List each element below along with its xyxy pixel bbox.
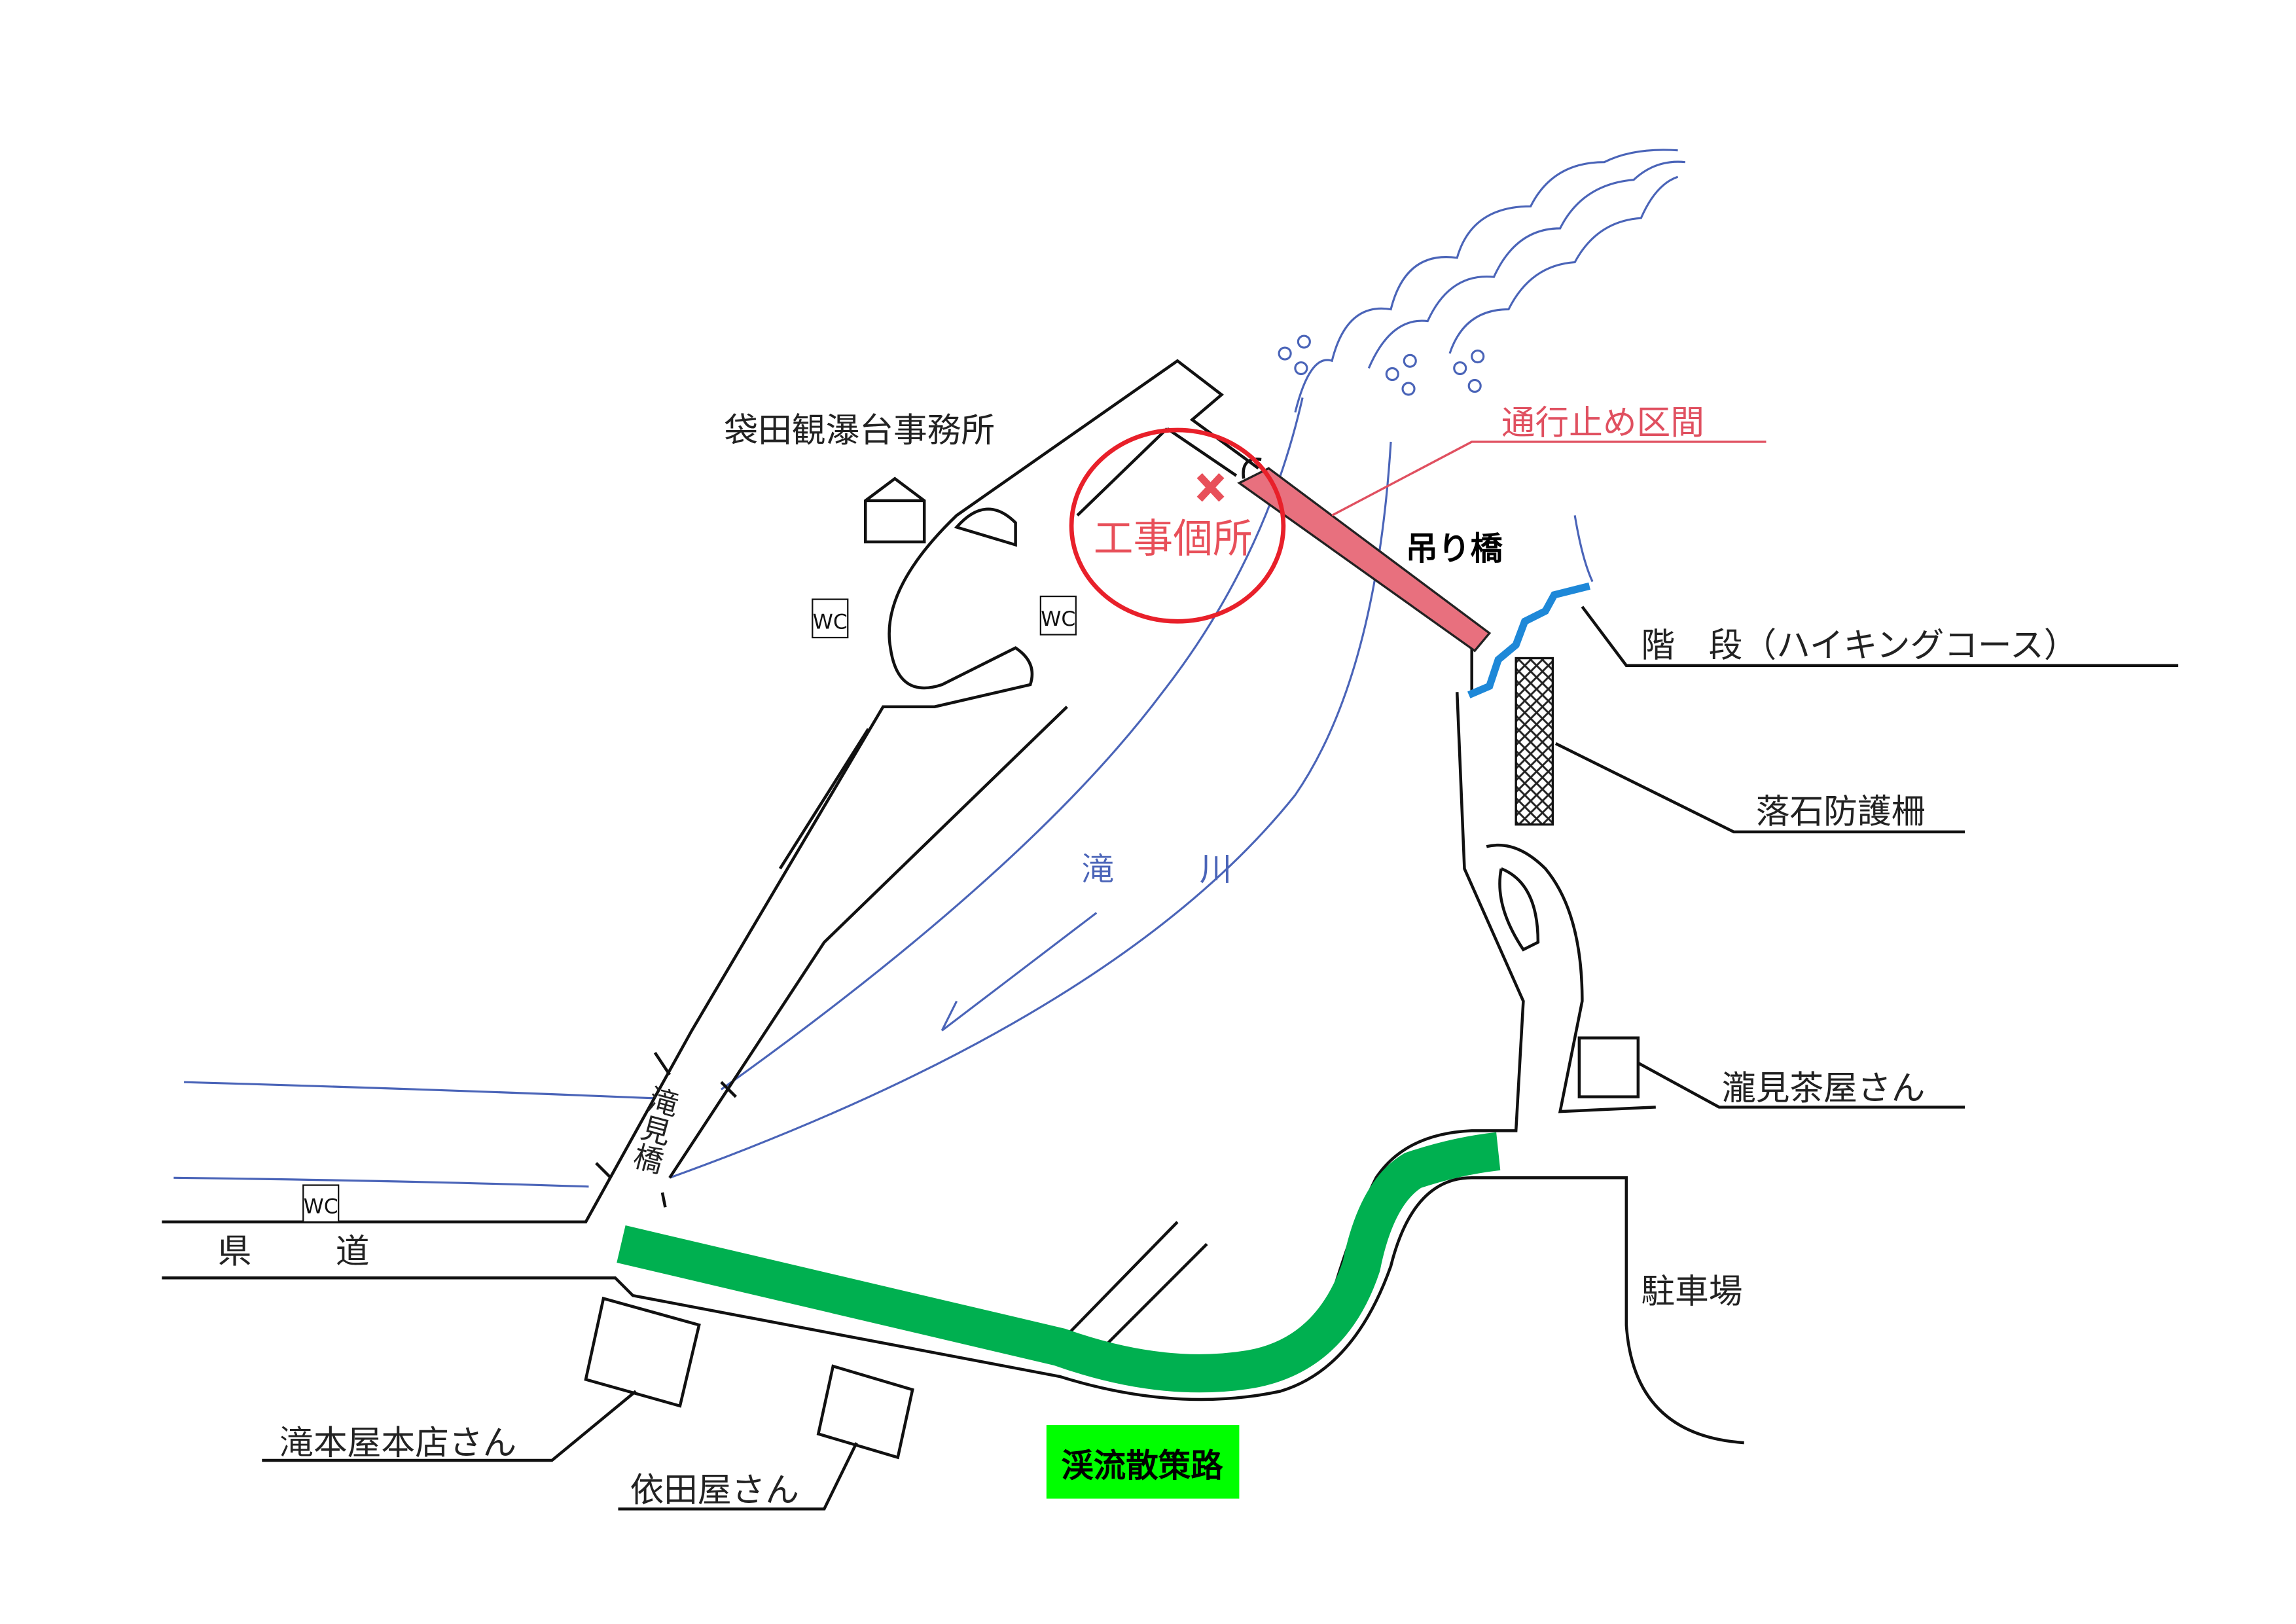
wc-icon: WC	[302, 1184, 340, 1223]
takimotoya-label: 滝本屋本店さん	[279, 1424, 516, 1463]
stairs-leader	[1581, 605, 2179, 668]
building-yodaya	[816, 1364, 914, 1460]
walking-path	[617, 1132, 1501, 1393]
fence-leader	[1554, 742, 1965, 834]
bridge-marker	[595, 1051, 737, 1208]
waterfall-drawing	[1278, 149, 1685, 413]
office-label: 袋田観瀑台事務所	[724, 411, 995, 450]
x-mark-icon	[1196, 473, 1225, 502]
building-office	[863, 477, 926, 544]
closed-section-leader	[1331, 441, 1767, 516]
prefectural-road-label: 道	[336, 1233, 370, 1272]
rockfall-fence	[1515, 657, 1554, 826]
bridge-label: 滝見橋	[626, 1082, 682, 1176]
closed-suspension-bridge	[1237, 467, 1492, 653]
building-teahouse	[1577, 1036, 1640, 1098]
yodaya-label: 依田屋さん	[630, 1471, 799, 1510]
construction-circle	[1069, 427, 1286, 624]
takimotoya-leader	[262, 1390, 637, 1462]
closed-section-label: 通行止め区間	[1501, 404, 1704, 443]
river-label: 滝	[1082, 850, 1114, 888]
parking-label: 駐車場	[1641, 1272, 1742, 1311]
prefectural-road-label: 県	[218, 1233, 252, 1272]
suspension-bridge-label: 吊り橋	[1406, 530, 1503, 568]
stairs-hiking-course	[1467, 582, 1590, 698]
river-label: 川	[1200, 850, 1232, 888]
stairs-label: 階 段（ハイキングコース）	[1641, 626, 2077, 665]
teahouse-label: 瀧見茶屋さん	[1722, 1069, 1925, 1108]
wc-icon: WC	[1039, 595, 1077, 636]
svg-text:WC: WC	[1041, 607, 1075, 631]
building-takimotoya	[584, 1296, 701, 1408]
rockfall-fence-label: 落石防護柵	[1756, 792, 1926, 831]
svg-text:WC: WC	[304, 1195, 338, 1218]
walking-path-label: 渓流散策路	[1061, 1447, 1223, 1485]
teahouse-leader	[1637, 1061, 1965, 1109]
wc-icon: WC	[812, 598, 849, 639]
yodaya-leader	[618, 1442, 858, 1511]
roads	[162, 359, 1744, 1445]
construction-site-label: 工事個所	[1094, 516, 1253, 562]
walking-path-label-bg	[1046, 1425, 1240, 1499]
svg-text:WC: WC	[813, 611, 848, 634]
river-lines	[173, 397, 1594, 1188]
